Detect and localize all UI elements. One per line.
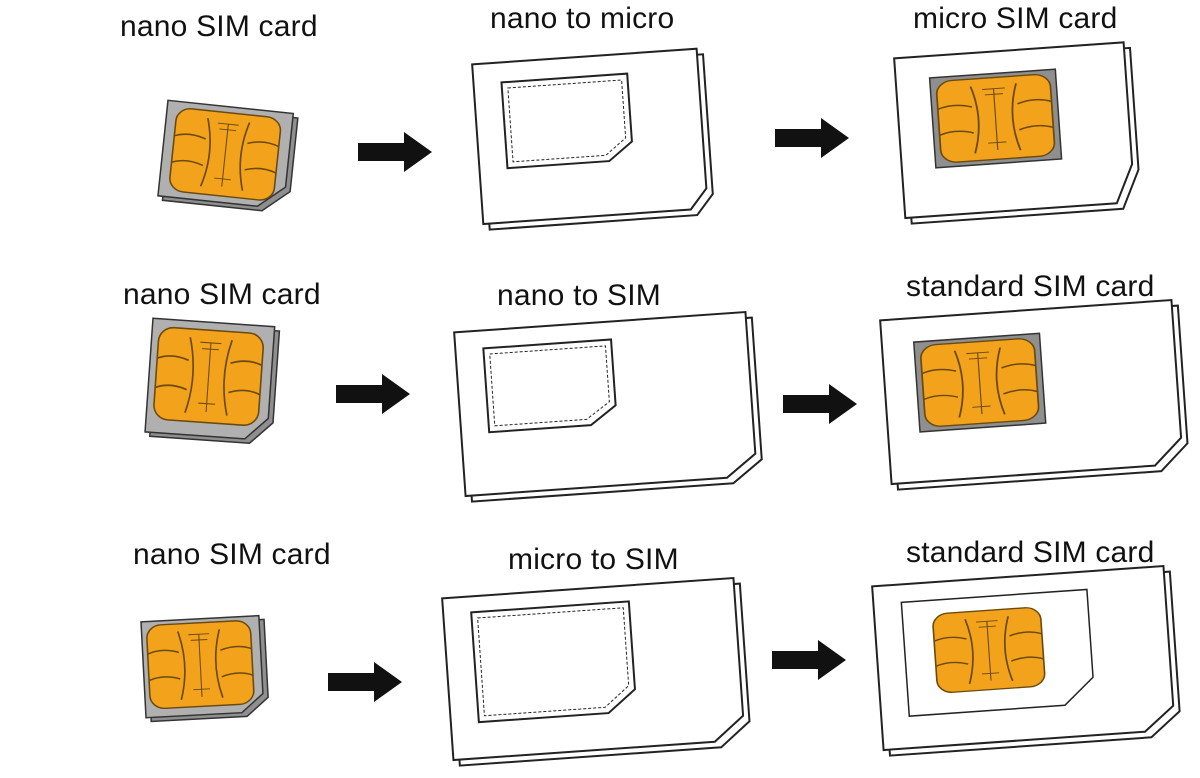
row1-arrow-icon-1	[358, 132, 432, 172]
row3-result-label: standard SIM card	[906, 536, 1155, 569]
row1-nano-sim-card	[157, 99, 299, 212]
row2-nano-sim-card	[144, 317, 281, 445]
row2-adapter-label: nano to SIM	[497, 279, 661, 312]
row3-arrow-icon-1	[328, 662, 402, 702]
row1-source-label: nano SIM card	[120, 10, 318, 43]
row3-source-label: nano SIM card	[133, 538, 331, 571]
row1-arrow-icon-2	[775, 118, 849, 158]
row3-nano-sim-card	[140, 614, 269, 723]
row2-standard-sim-card	[879, 298, 1189, 491]
row1-result-label: micro SIM card	[913, 2, 1118, 35]
row2-nano-to-sim-adapter	[453, 310, 763, 503]
row3-arrow-icon-2	[772, 640, 846, 680]
row1-micro-sim-card	[893, 41, 1140, 225]
row1-nano-to-micro-adapter	[471, 47, 714, 231]
row2-arrow-icon-2	[783, 384, 857, 424]
row3-micro-to-sim-adapter	[441, 576, 751, 767]
row3-adapter-label: micro to SIM	[508, 543, 679, 576]
row1-adapter-label: nano to micro	[490, 2, 675, 35]
row2-source-label: nano SIM card	[123, 278, 321, 311]
row2-arrow-icon-1	[336, 374, 410, 414]
row3-standard-sim-card	[871, 564, 1181, 757]
row2-result-label: standard SIM card	[906, 270, 1155, 303]
